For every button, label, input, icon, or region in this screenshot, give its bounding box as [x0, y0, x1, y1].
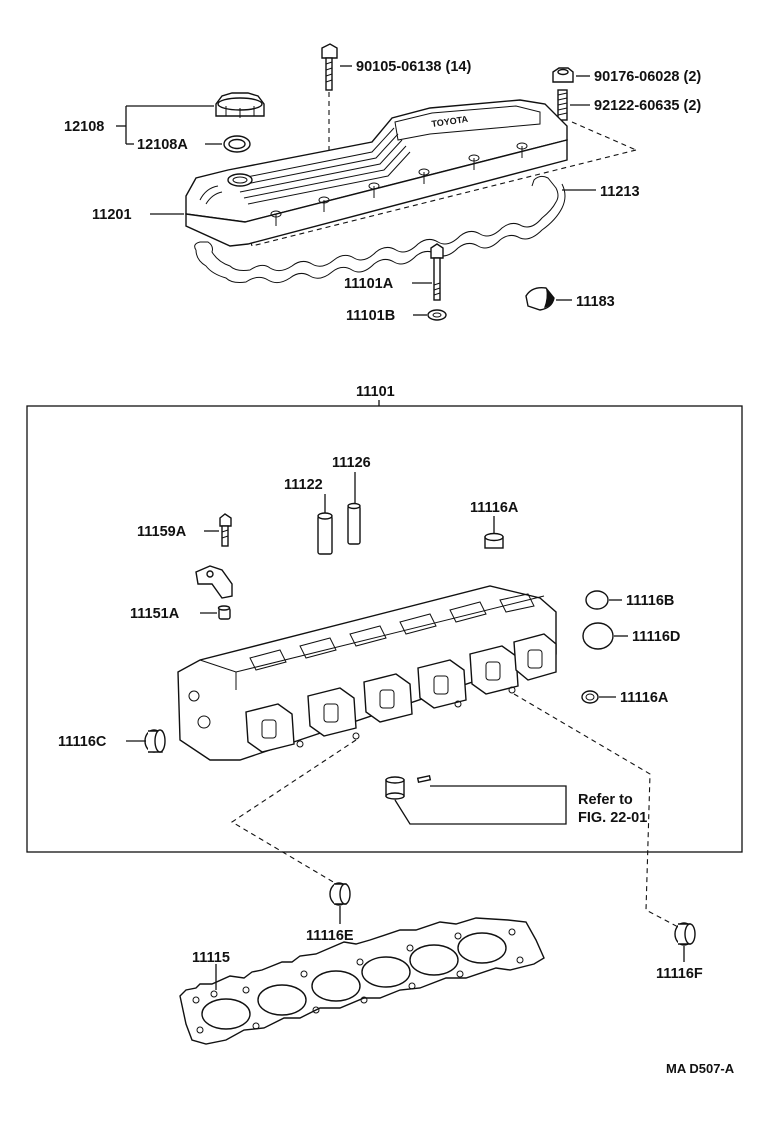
bolt-11159A-icon[interactable] — [219, 513, 232, 547]
plug-11116B-icon[interactable] — [585, 590, 609, 610]
plug-11116C-icon[interactable] — [144, 729, 166, 753]
label-11183: 11183 — [576, 294, 615, 310]
label-11116E: 11116E — [306, 928, 354, 944]
half-moon-plug-11183-icon[interactable] — [525, 286, 555, 311]
cylinder-head-assembly-frame — [26, 405, 743, 853]
label-11116A-right: 11116A — [620, 690, 669, 706]
plug-11116A-top-icon[interactable] — [484, 532, 504, 549]
cap-gasket-12108A-icon[interactable] — [223, 135, 251, 153]
label-11213: 11213 — [600, 184, 640, 200]
label-11101A: 11101A — [344, 276, 394, 292]
label-11159A: 11159A — [137, 524, 187, 540]
cylinder-head-11101-icon[interactable] — [177, 585, 557, 761]
plug-11116F-icon[interactable] — [674, 922, 696, 946]
label-90105: 90105-06138 (14) — [356, 59, 471, 75]
label-12108: 12108 — [64, 119, 104, 135]
refer-text-line1: Refer to — [578, 792, 633, 808]
oil-cap-12108-icon[interactable] — [215, 92, 265, 118]
label-11201: 11201 — [92, 207, 132, 223]
valve-guide-11126-icon[interactable] — [347, 502, 361, 545]
head-bolt-11101A-icon[interactable] — [430, 243, 444, 301]
refer-text-line2: FIG. 22-01 — [578, 810, 647, 826]
dowel-pin-icon[interactable] — [416, 774, 432, 784]
washer-11101B-icon[interactable] — [427, 309, 447, 321]
label-11115: 11115 — [192, 950, 230, 966]
label-11116F: 11116F — [656, 966, 703, 982]
valve-cover-11201-icon[interactable]: TOYOTA — [185, 99, 568, 247]
plug-11116D-icon[interactable] — [582, 622, 614, 650]
label-11116A-top: 11116A — [470, 500, 519, 516]
label-11116D: 11116D — [632, 629, 680, 645]
label-11151A: 11151A — [130, 606, 180, 622]
cover-gasket-11213-icon[interactable] — [194, 175, 566, 284]
nut-90176-icon[interactable] — [552, 67, 574, 83]
label-92122: 92122-60635 (2) — [594, 98, 701, 114]
label-11116B: 11116B — [626, 593, 674, 609]
label-90176: 90176-06028 (2) — [594, 69, 701, 85]
engine-hanger-icon[interactable] — [195, 565, 233, 599]
valve-guide-11122-icon[interactable] — [317, 512, 333, 555]
stud-92122-icon[interactable] — [557, 89, 568, 121]
label-11101: 11101 — [356, 384, 395, 400]
figure-code: MA D507-A — [666, 1061, 735, 1076]
sleeve-part-icon[interactable] — [385, 776, 405, 800]
label-11101B: 11101B — [346, 308, 395, 324]
plug-11116E-icon[interactable] — [329, 882, 351, 906]
plug-11116A-right-icon[interactable] — [581, 690, 599, 704]
label-11122: 11122 — [284, 477, 323, 493]
label-11116C: 11116C — [58, 734, 107, 750]
label-11126: 11126 — [332, 455, 371, 471]
bolt-90105-icon[interactable] — [321, 43, 338, 91]
head-gasket-11115-icon[interactable] — [179, 917, 545, 1045]
seal-11151A-icon[interactable] — [217, 605, 231, 620]
label-12108A: 12108A — [137, 137, 188, 153]
